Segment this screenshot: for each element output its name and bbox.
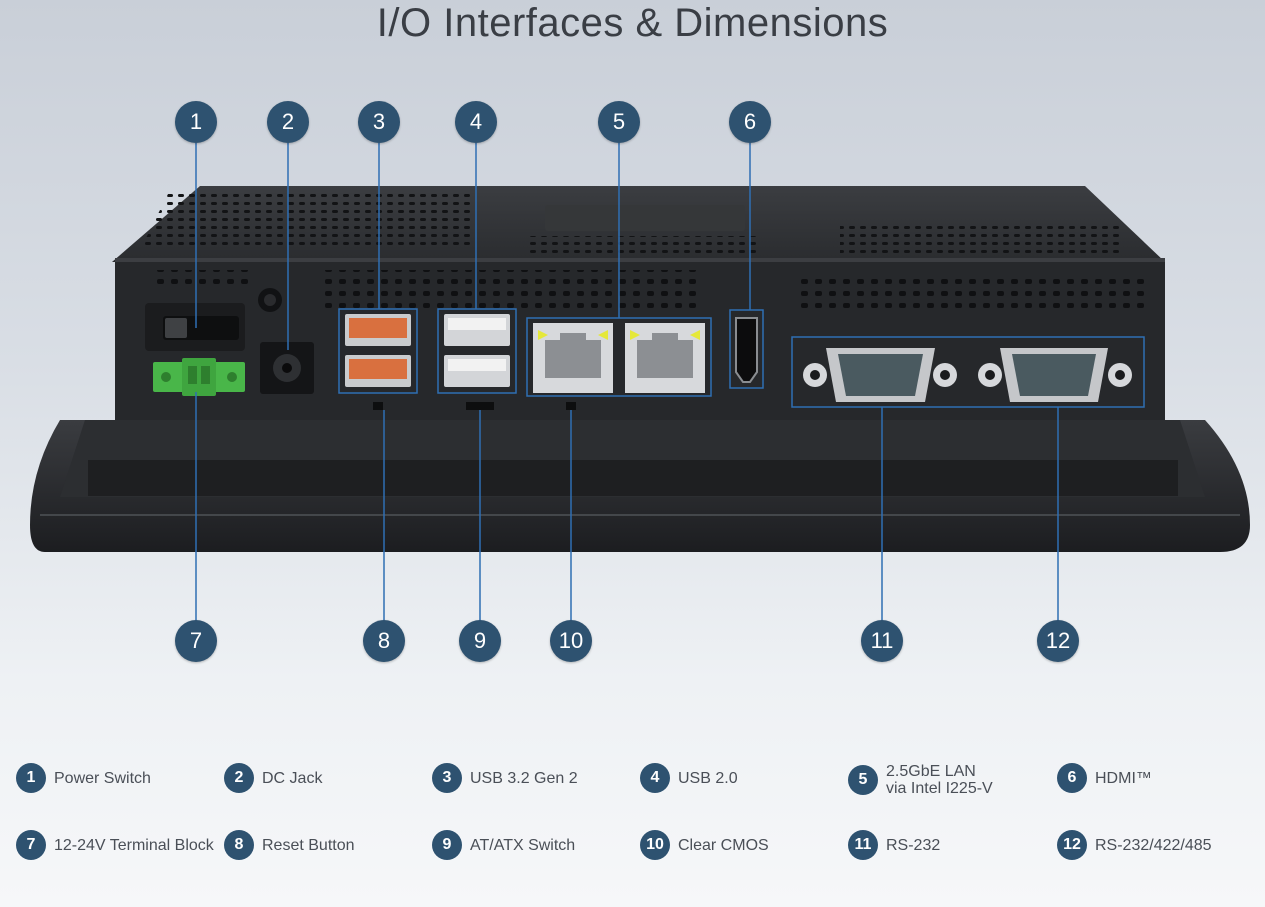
hdmi-port (729, 309, 764, 389)
legend-badge: 12 (1057, 830, 1087, 860)
legend-label: USB 2.0 (678, 769, 738, 787)
callout-3: 3 (358, 101, 400, 143)
legend-item-12: 12 RS-232/422/485 (1057, 830, 1212, 860)
callout-6: 6 (729, 101, 771, 143)
callout-11: 11 (861, 620, 903, 662)
callout-4: 4 (455, 101, 497, 143)
legend-item-8: 8 Reset Button (224, 830, 355, 860)
legend-badge: 6 (1057, 763, 1087, 793)
legend-badge: 8 (224, 830, 254, 860)
legend-item-4: 4 USB 2.0 (640, 763, 738, 793)
legend-badge: 4 (640, 763, 670, 793)
legend-label: Reset Button (262, 836, 355, 854)
dc-jack-port (258, 288, 314, 394)
leader-lines (195, 143, 1059, 621)
callout-2: 2 (267, 101, 309, 143)
legend-badge: 1 (16, 763, 46, 793)
chassis-top (112, 186, 1165, 262)
callout-12: 12 (1037, 620, 1079, 662)
legend-label: HDMI™ (1095, 769, 1152, 787)
legend-item-10: 10 Clear CMOS (640, 830, 769, 860)
legend-item-5: 5 2.5GbE LAN via Intel I225-V (848, 763, 993, 797)
callout-7: 7 (175, 620, 217, 662)
callout-9: 9 (459, 620, 501, 662)
legend-label: USB 3.2 Gen 2 (470, 769, 578, 787)
legend-label: AT/ATX Switch (470, 836, 576, 854)
legend-badge: 3 (432, 763, 462, 793)
legend-label: Clear CMOS (678, 836, 769, 854)
callout-10: 10 (550, 620, 592, 662)
legend-label: RS-232/422/485 (1095, 836, 1212, 854)
legend-badge: 2 (224, 763, 254, 793)
legend-badge: 11 (848, 830, 878, 860)
serial-ports (791, 336, 1145, 408)
legend-badge: 7 (16, 830, 46, 860)
usb20-ports (437, 308, 517, 410)
usb32-ports (338, 308, 418, 410)
legend-label: RS-232 (886, 836, 941, 854)
callout-8: 8 (363, 620, 405, 662)
lan-ports (526, 317, 712, 410)
power-switch-port (145, 303, 245, 351)
legend-label: DC Jack (262, 769, 323, 787)
callout-5: 5 (598, 101, 640, 143)
legend-item-2: 2 DC Jack (224, 763, 322, 793)
legend-item-9: 9 AT/ATX Switch (432, 830, 575, 860)
legend-label: Power Switch (54, 769, 151, 787)
legend-item-6: 6 HDMI™ (1057, 763, 1152, 793)
legend-item-3: 3 USB 3.2 Gen 2 (432, 763, 578, 793)
front-bezel (30, 420, 1250, 552)
legend-label-line2: via Intel I225-V (886, 780, 993, 797)
legend-label: 12-24V Terminal Block (54, 836, 214, 854)
legend-badge: 10 (640, 830, 670, 860)
terminal-block-port (153, 358, 245, 396)
page-title: I/O Interfaces & Dimensions (376, 1, 889, 45)
legend-item-1: 1 Power Switch (16, 763, 151, 793)
callout-1: 1 (175, 101, 217, 143)
legend-label: 2.5GbE LAN via Intel I225-V (886, 763, 993, 797)
legend-item-7: 7 12-24V Terminal Block (16, 830, 214, 860)
legend-badge: 9 (432, 830, 462, 860)
legend-badge: 5 (848, 765, 878, 795)
legend-label-line1: 2.5GbE LAN (886, 763, 976, 780)
legend-item-11: 11 RS-232 (848, 830, 940, 860)
